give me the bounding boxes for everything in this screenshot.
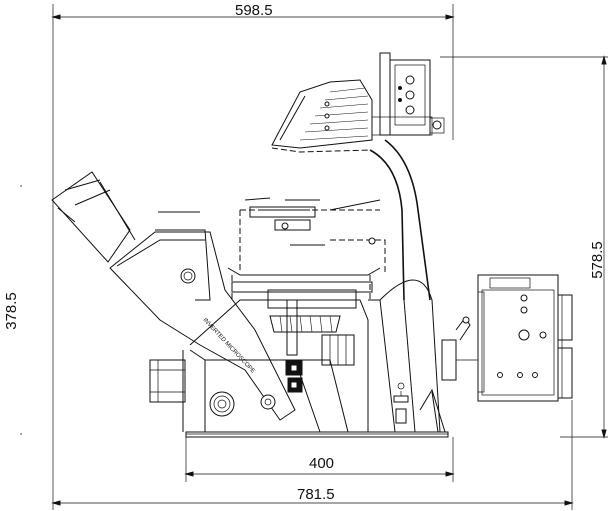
microscope-body [189, 139, 446, 433]
illuminator-lamp-housing [271, 79, 373, 153]
eyepiece-arm: INVERTED MICROSCOPE [51, 171, 296, 421]
dimension-left-height: 378.5 [3, 185, 22, 435]
rear-power-supply [441, 274, 573, 402]
dimension-base-width-label: 400 [309, 455, 334, 472]
dimension-overall-width-label: 781.5 [297, 486, 335, 503]
condenser-assembly [158, 197, 386, 275]
dimension-right-height: 578.5 [440, 55, 608, 439]
dimension-left-height-label: 378.5 [3, 292, 20, 330]
dimension-top-width: 598.5 [51, 2, 455, 175]
dimension-right-height-label: 578.5 [589, 241, 606, 279]
microscope-stage [227, 267, 381, 309]
objective-nosepiece [269, 299, 355, 393]
lamp-power-box [371, 52, 445, 136]
dimension-top-width-label: 598.5 [235, 2, 273, 19]
side-port [149, 359, 186, 403]
dimension-base-width: 400 [184, 437, 455, 482]
dimension-overall-width: 781.5 [51, 175, 574, 510]
arm-label: INVERTED MICROSCOPE [202, 317, 256, 374]
power-switch [393, 382, 409, 424]
